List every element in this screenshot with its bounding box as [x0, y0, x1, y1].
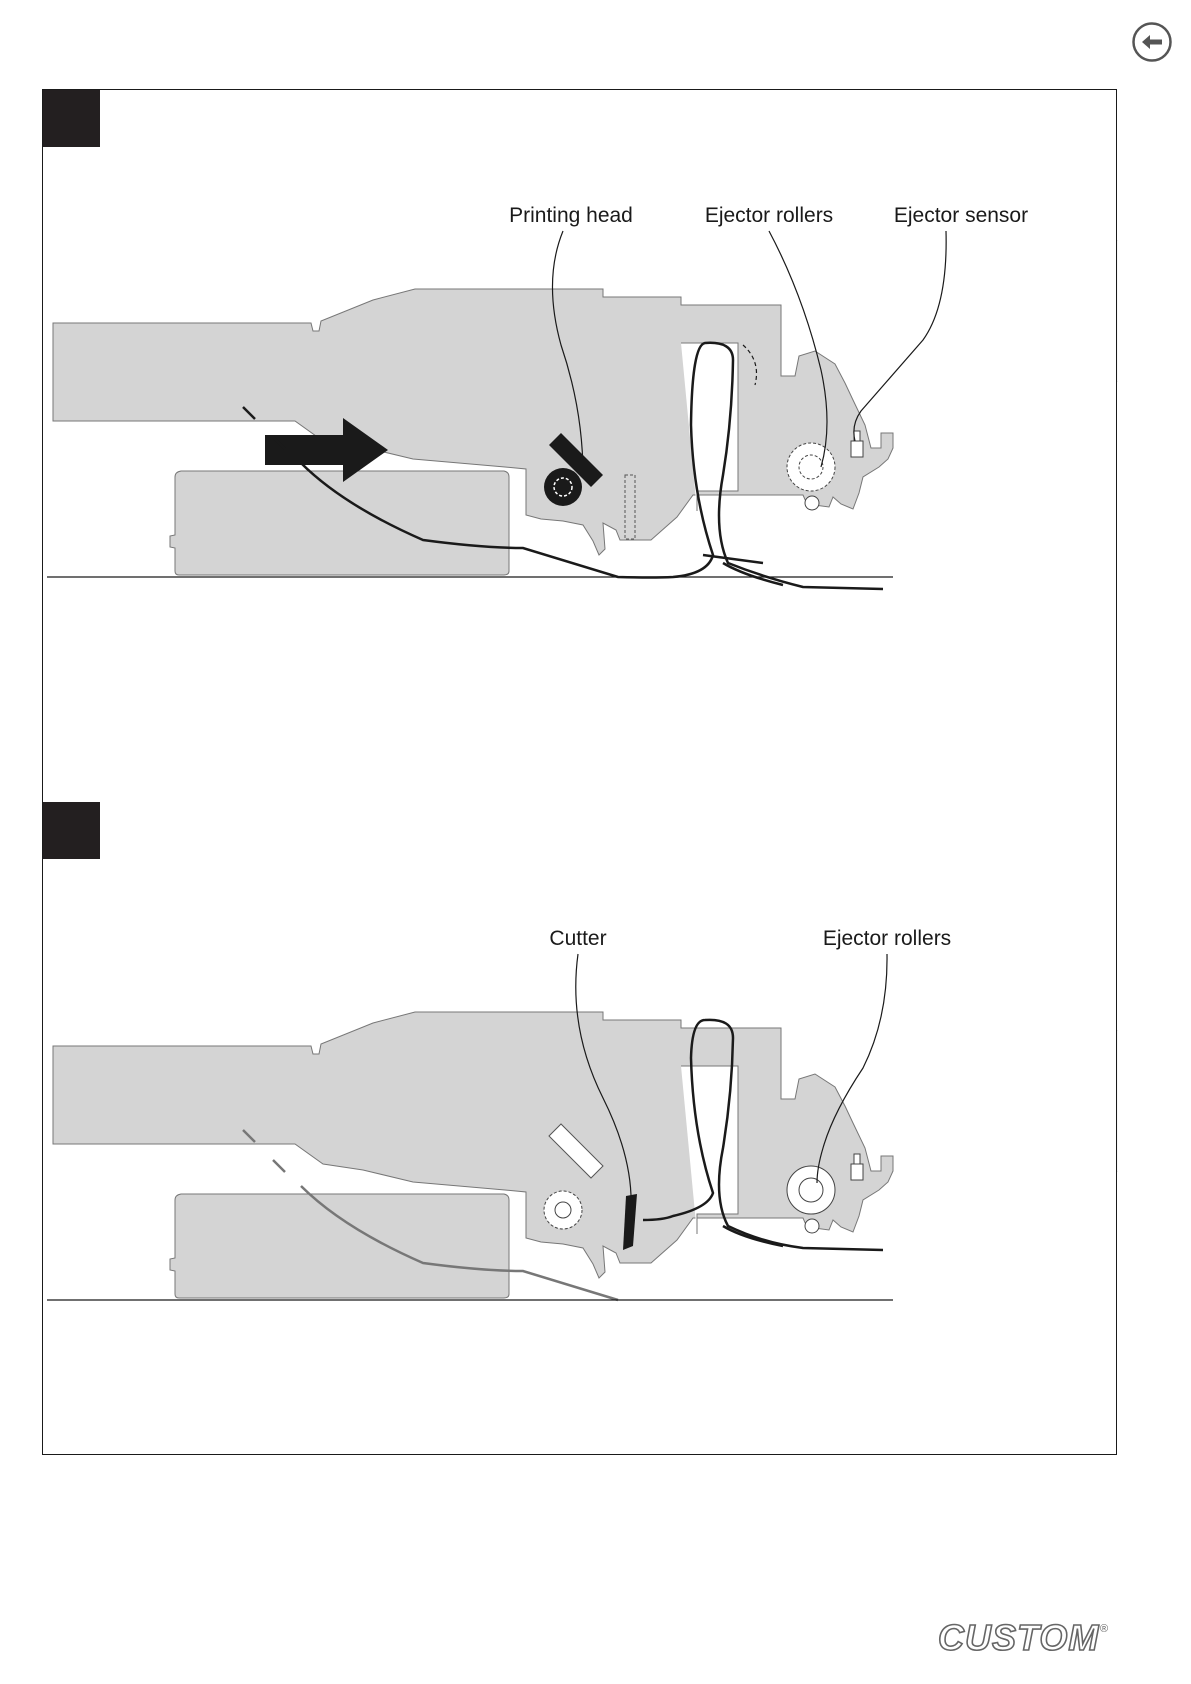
printer-body	[53, 1012, 893, 1298]
label-cutter: Cutter	[549, 927, 606, 950]
paper-path-diagram-2: Cutter Ejector rollers	[43, 908, 1118, 1428]
platen-roller	[544, 468, 582, 506]
label-ejector-sensor: Ejector sensor	[894, 204, 1028, 227]
printer-body	[53, 289, 893, 575]
back-button[interactable]	[1131, 21, 1173, 63]
svg-text:CUSTOM: CUSTOM	[938, 1618, 1099, 1658]
figure-frame: Printing head Ejector rollers Ejector se…	[42, 89, 1117, 1455]
step-marker-2	[43, 802, 100, 859]
label-ejector-rollers: Ejector rollers	[705, 204, 833, 227]
svg-text:®: ®	[1100, 1623, 1108, 1635]
custom-logo: CUSTOM ®	[938, 1618, 1118, 1658]
back-arrow-icon	[1134, 24, 1171, 61]
step-marker-1	[43, 90, 100, 147]
label-printing-head: Printing head	[509, 204, 633, 227]
paper-path-diagram-1: Printing head Ejector rollers Ejector se…	[43, 185, 1118, 705]
platen-roller	[544, 1191, 582, 1229]
label-ejector-rollers: Ejector rollers	[823, 927, 951, 950]
